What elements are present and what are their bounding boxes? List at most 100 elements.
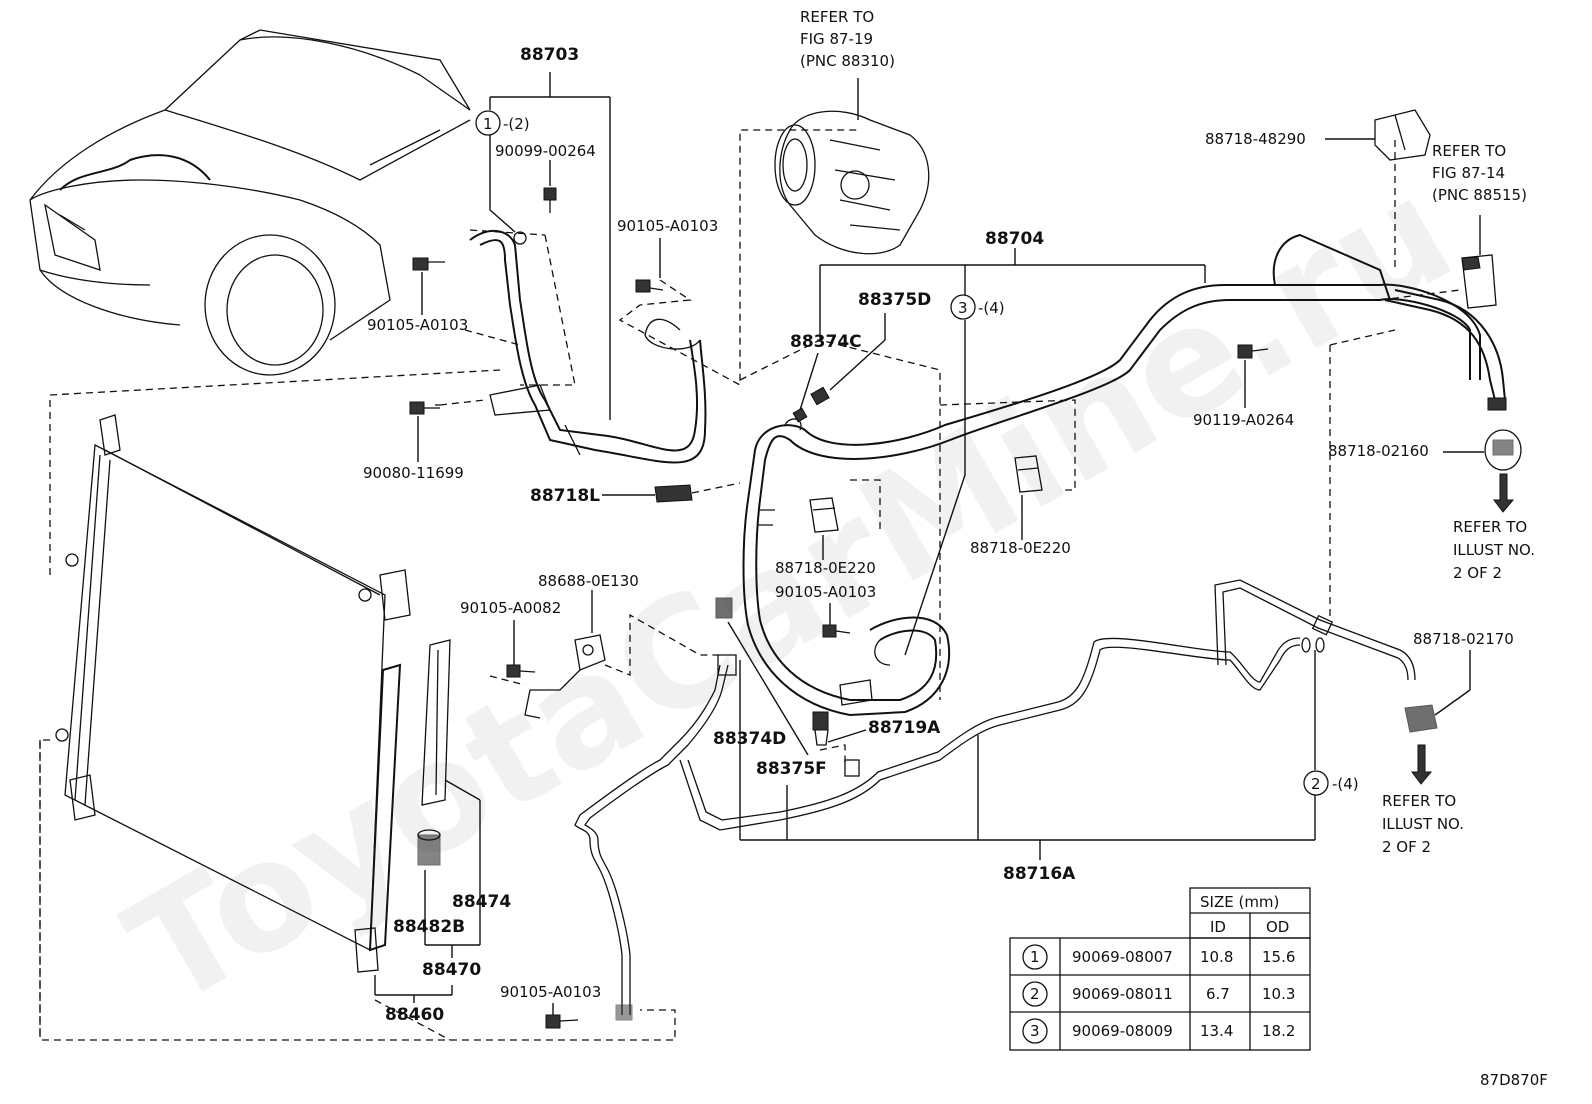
refer-line-3: (PNC 88515): [1432, 186, 1527, 204]
refer-line-3: (PNC 88310): [800, 52, 895, 70]
bolt-icon: [506, 664, 536, 678]
label-88718L: 88718L: [530, 486, 600, 506]
label-88704: 88704: [985, 229, 1044, 249]
circle-3-num: 3: [958, 299, 968, 317]
refer-line-3: 2 OF 2: [1453, 564, 1502, 582]
clamp-88718-0E220-a: [809, 497, 839, 533]
col-id-header: ID: [1210, 918, 1226, 936]
refer-line-2: ILLUST NO.: [1453, 541, 1535, 559]
row-part: 90069-08007: [1072, 948, 1173, 966]
bolt-icon: [822, 624, 851, 638]
row-num: 3: [1030, 1022, 1040, 1040]
label-88718-0E220-b: 88718-0E220: [970, 539, 1071, 557]
refer-line-3: 2 OF 2: [1382, 838, 1431, 856]
drawing-code: 87D870F: [1480, 1071, 1548, 1089]
label-90119-A0264: 90119-A0264: [1193, 411, 1294, 429]
clip-88718-48290: [1374, 109, 1431, 161]
circle-1-num: 1: [483, 115, 493, 133]
label-88716A: 88716A: [1003, 864, 1076, 884]
label-88474: 88474: [452, 892, 511, 912]
label-90105-A0103-a: 90105-A0103: [617, 217, 718, 235]
refer-compressor-note: REFER TO FIG 87-19 (PNC 88310): [800, 8, 895, 70]
receiver-88470: [417, 639, 451, 866]
bolt-icon: [412, 257, 445, 271]
label-90105-A0082: 90105-A0082: [460, 599, 561, 617]
size-header: SIZE (mm): [1200, 893, 1279, 911]
refer-line-1: REFER TO: [1453, 518, 1527, 536]
vehicle-sketch: [29, 29, 471, 376]
label-circle-1-qty: -(2): [503, 115, 530, 133]
refer-line-2: FIG 87-14: [1432, 164, 1505, 182]
clamp-88718-0E220-b: [1014, 455, 1043, 493]
valve-icon: [1461, 215, 1497, 309]
row-od: 10.3: [1262, 985, 1295, 1003]
compressor-assembly: [774, 78, 930, 255]
connector-88718-02160: [1484, 429, 1522, 471]
circle-2: 2: [1303, 770, 1329, 796]
label-circle-2-qty: -(4): [1332, 775, 1359, 793]
arrow-down-icon: [1493, 473, 1515, 513]
label-88375F: 88375F: [756, 759, 827, 779]
label-88375D: 88375D: [858, 290, 931, 310]
clamp-88718L: [654, 484, 693, 503]
label-88470: 88470: [422, 960, 481, 980]
circle-2-num: 2: [1311, 775, 1321, 793]
bolt-icon: [635, 279, 664, 293]
label-90099-00264: 90099-00264: [495, 142, 596, 160]
label-circle-3-qty: -(4): [978, 299, 1005, 317]
fitting-88375F: [844, 759, 860, 777]
refer-illust-lower-note: REFER TO ILLUST NO. 2 OF 2: [1382, 792, 1464, 856]
row-part: 90069-08009: [1072, 1022, 1173, 1040]
refer-line-2: FIG 87-19: [800, 30, 873, 48]
refer-line-1: REFER TO: [800, 8, 874, 26]
table-row: 3 90069-08009 13.4 18.2: [1022, 1018, 1295, 1044]
label-88718-48290: 88718-48290: [1205, 130, 1306, 148]
suction-hose-88704: [742, 233, 1507, 717]
label-90080-11699: 90080-11699: [363, 464, 464, 482]
row-id: 6.7: [1206, 985, 1230, 1003]
row-od: 18.2: [1262, 1022, 1295, 1040]
arrow-down-icon: [1411, 744, 1433, 785]
row-id: 10.8: [1200, 948, 1233, 966]
circle-1: 1: [475, 110, 501, 136]
table-row: 2 90069-08011 6.7 10.3: [1022, 981, 1295, 1007]
row-id: 13.4: [1200, 1022, 1233, 1040]
refer-fig8714-note: REFER TO FIG 87-14 (PNC 88515): [1432, 142, 1527, 204]
bolt-icon: [409, 401, 440, 415]
label-88688-0E130: 88688-0E130: [538, 572, 639, 590]
label-88374D: 88374D: [713, 729, 786, 749]
bolt-icon: [1237, 344, 1269, 359]
label-88718-0E220-a: 88718-0E220: [775, 559, 876, 577]
liquid-tube-88716A: [574, 579, 1416, 1021]
label-88460: 88460: [385, 1005, 444, 1025]
label-88482B: 88482B: [393, 917, 465, 937]
pressure-sensor-88719A: [812, 711, 829, 746]
row-part: 90069-08011: [1072, 985, 1173, 1003]
refer-line-2: ILLUST NO.: [1382, 815, 1464, 833]
label-88718-02170: 88718-02170: [1413, 630, 1514, 648]
o-ring-icon: [792, 386, 830, 423]
row-num: 2: [1030, 985, 1040, 1003]
label-90105-A0103-c: 90105-A0103: [775, 583, 876, 601]
bolt-icon: [545, 1014, 579, 1029]
refer-line-1: REFER TO: [1432, 142, 1506, 160]
connector-88718-02170: [1404, 704, 1438, 733]
label-88703: 88703: [520, 45, 579, 65]
bolt-icon: [543, 187, 557, 213]
col-od-header: OD: [1266, 918, 1289, 936]
discharge-hose-88703: [469, 230, 707, 464]
table-row: 1 90069-08007 10.8 15.6: [1022, 944, 1295, 970]
refer-illust-upper-note: REFER TO ILLUST NO. 2 OF 2: [1453, 518, 1535, 582]
label-88374C: 88374C: [790, 332, 862, 352]
label-88718-02160: 88718-02160: [1328, 442, 1429, 460]
row-num: 1: [1030, 948, 1040, 966]
condenser-88460: [55, 414, 411, 973]
label-90105-A0103-b: 90105-A0103: [367, 316, 468, 334]
row-od: 15.6: [1262, 948, 1295, 966]
refer-line-1: REFER TO: [1382, 792, 1456, 810]
label-90105-A0103-d: 90105-A0103: [500, 983, 601, 1001]
bracket-88688-0E130: [524, 634, 606, 719]
circle-3: 3: [950, 294, 976, 320]
